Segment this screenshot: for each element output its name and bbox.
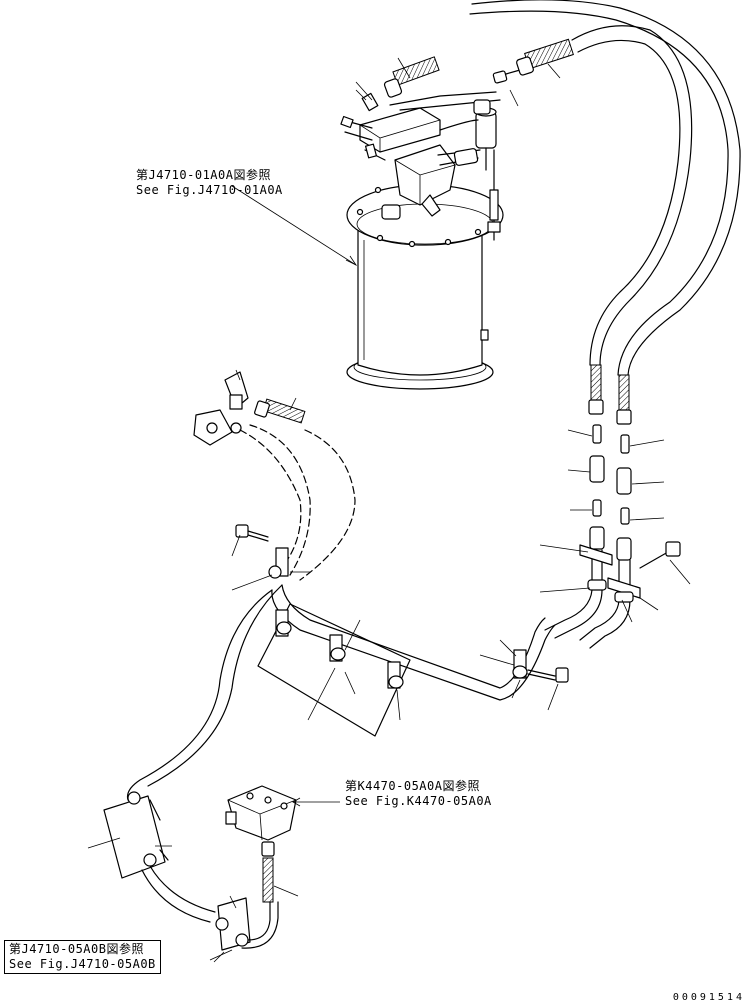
reference-label-tank: 第J4710-01A0A図参照 See Fig.J4710-01A0A — [136, 168, 283, 198]
drawing-number: 00091514 — [672, 992, 745, 1003]
long-return-hoses — [469, 0, 741, 376]
reference-jp: 第K4470-05A0A図参照 — [345, 779, 480, 793]
reference-label-cooler: 第J4710-05A0B図参照 See Fig.J4710-05A0B — [4, 940, 161, 974]
right-fitting-stacks — [544, 364, 681, 649]
reference-jp: 第J4710-01A0A図参照 — [136, 168, 271, 182]
reference-en: See Fig.K4470-05A0A — [345, 794, 492, 808]
upper-left-hose — [383, 56, 440, 98]
lower-left-cooler — [103, 791, 279, 951]
reference-en: See Fig.J4710-01A0A — [136, 183, 283, 197]
reference-en: See Fig.J4710-05A0B — [9, 957, 156, 971]
reference-label-valve: 第K4470-05A0A図参照 See Fig.K4470-05A0A — [345, 779, 492, 809]
left-hose-assembly — [126, 371, 569, 801]
control-valve — [225, 785, 297, 903]
leader-lines — [87, 57, 691, 963]
reference-jp: 第J4710-05A0B図参照 — [9, 942, 144, 956]
hydraulic-tank — [340, 69, 521, 390]
